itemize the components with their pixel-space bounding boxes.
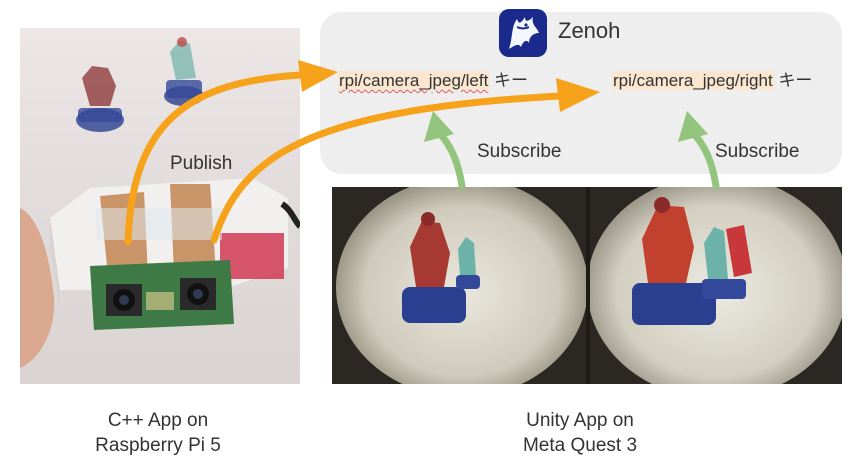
meta-quest-caption: Unity App on Meta Quest 3 bbox=[480, 408, 680, 458]
meta-quest-view-photo bbox=[332, 187, 842, 384]
key-left-path: rpi/camera_jpeg/left bbox=[338, 71, 490, 90]
key-right-path: rpi/camera_jpeg/right bbox=[612, 71, 774, 90]
zenoh-dragon-logo-icon bbox=[499, 9, 547, 57]
raspberry-pi-caption: C++ App on Raspberry Pi 5 bbox=[58, 408, 258, 458]
key-right-suffix: キー bbox=[778, 71, 813, 90]
zenoh-title: Zenoh bbox=[558, 18, 621, 43]
meta-quest-caption-line1: Unity App on bbox=[526, 410, 634, 431]
key-right-expression: rpi/camera_jpeg/right キー bbox=[612, 66, 812, 91]
key-left-suffix: キー bbox=[494, 71, 529, 90]
subscribe-label-right: Subscribe bbox=[715, 141, 800, 162]
subscribe-label-left: Subscribe bbox=[477, 141, 562, 162]
raspberry-pi-caption-line1: C++ App on bbox=[107, 410, 209, 431]
publish-label: Publish bbox=[170, 153, 233, 174]
raspberry-pi-stereo-camera-photo bbox=[20, 28, 300, 384]
key-left-expression: rpi/camera_jpeg/left キー bbox=[338, 66, 528, 91]
raspberry-pi-caption-line2: Raspberry Pi 5 bbox=[95, 435, 221, 456]
meta-quest-caption-line2: Meta Quest 3 bbox=[522, 435, 638, 456]
